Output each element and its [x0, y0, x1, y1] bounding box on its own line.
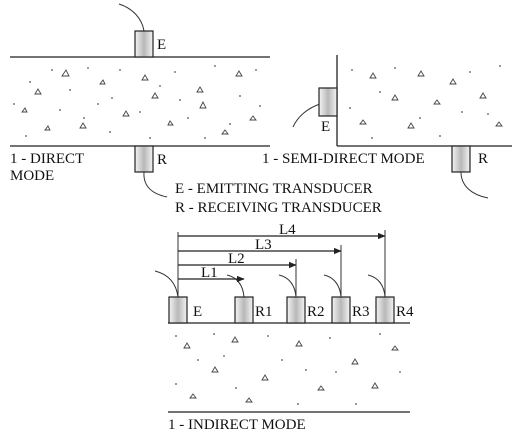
direct-receiver-cable [143, 171, 168, 198]
semi-receiver-label: R [478, 151, 488, 167]
semi-emitter-transducer [318, 87, 338, 117]
direct-mode-title-line1: 1 - DIRECT [10, 151, 84, 167]
indirect-r4-cable [367, 274, 386, 298]
indirect-r3-label: R3 [352, 304, 370, 320]
semi-direct-mode-title: 1 - SEMI-DIRECT MODE [262, 151, 425, 167]
indirect-r1-cable [226, 274, 245, 298]
indirect-r3-cable [323, 274, 342, 298]
distance-l2-label: L2 [228, 251, 245, 267]
indirect-r4-transducer [375, 296, 395, 324]
indirect-concrete-texture [183, 336, 399, 403]
direct-receiver-label: R [157, 152, 167, 168]
legend-receiving: R - RECEIVING TRANSDUCER [175, 200, 382, 216]
legend-emitting: E - EMITTING TRANSDUCER [175, 181, 373, 197]
distance-l1-label: L1 [201, 265, 218, 281]
indirect-r1-label: R1 [255, 304, 273, 320]
distance-l3-label: L3 [255, 237, 272, 253]
indirect-emitter-label: E [193, 304, 202, 320]
indirect-emitter-cable [154, 270, 179, 298]
indirect-r4-label: R4 [396, 304, 414, 320]
direct-emitter-label: E [157, 37, 166, 53]
direct-concrete-dots [13, 65, 261, 139]
direct-emitter-transducer [134, 30, 154, 58]
semi-direct-mode-panel: E R 1 - SEMI-DIRECT MODE [262, 55, 512, 199]
indirect-r2-transducer [286, 296, 306, 324]
direct-receiver-transducer [134, 145, 154, 173]
indirect-mode-title: 1 - INDIRECT MODE [168, 417, 306, 433]
indirect-r2-cable [278, 274, 297, 298]
semi-receiver-transducer [451, 145, 471, 173]
indirect-r1-transducer [234, 296, 254, 324]
semi-concrete-dots [349, 65, 501, 139]
semi-emitter-cable [292, 103, 321, 128]
direct-mode-panel: E R 1 - DIRECT MODE [10, 3, 270, 198]
direct-concrete-texture [21, 69, 257, 135]
indirect-concrete-dots [175, 333, 401, 405]
direct-emitter-cable [118, 3, 145, 32]
semi-concrete-texture [359, 70, 503, 129]
indirect-mode-panel: E R1 R2 R3 R4 L1 L2 L3 L4 1 - INDIRECT M… [154, 222, 414, 433]
indirect-r3-transducer [331, 296, 351, 324]
distance-l4-label: L4 [279, 222, 296, 238]
semi-receiver-cable [460, 171, 489, 199]
direct-mode-title-line2: MODE [10, 168, 54, 184]
semi-emitter-label: E [321, 119, 330, 135]
indirect-emitter-transducer [168, 296, 188, 324]
indirect-r2-label: R2 [307, 304, 325, 320]
